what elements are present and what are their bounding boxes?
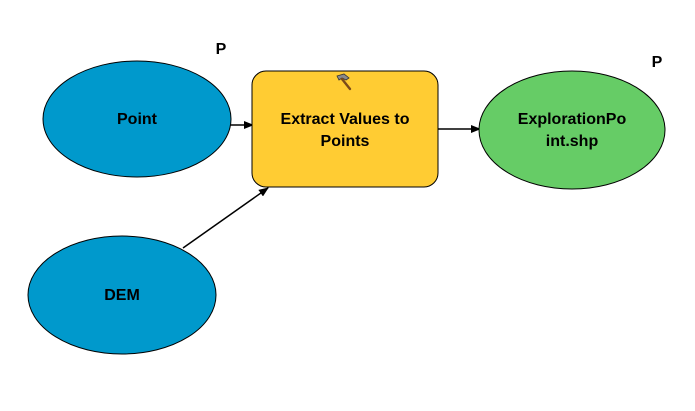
hammer-icon (336, 73, 352, 91)
node-point-shape (42, 60, 232, 178)
parameter-marker-point: P (216, 41, 227, 58)
node-point-label: Point (117, 111, 158, 128)
node-tool-label-line2: Points (321, 133, 370, 150)
node-dem[interactable]: DEM (27, 235, 217, 355)
node-exploration-point-shp[interactable]: ExplorationPo int.shp (478, 70, 666, 190)
node-tool-shape (251, 70, 439, 188)
node-output-label-line1: ExplorationPo (518, 111, 627, 128)
node-output-label-line2: int.shp (546, 133, 599, 150)
connector-dem-to-tool[interactable] (182, 187, 269, 249)
node-output-shape (478, 70, 666, 190)
node-extract-values-to-points[interactable]: Extract Values to Points (251, 70, 439, 188)
node-dem-label: DEM (104, 287, 140, 304)
node-tool-label-line1: Extract Values to (281, 111, 410, 128)
parameter-marker-output: P (652, 54, 663, 71)
node-point[interactable]: Point (42, 60, 232, 178)
node-dem-shape (27, 235, 217, 355)
